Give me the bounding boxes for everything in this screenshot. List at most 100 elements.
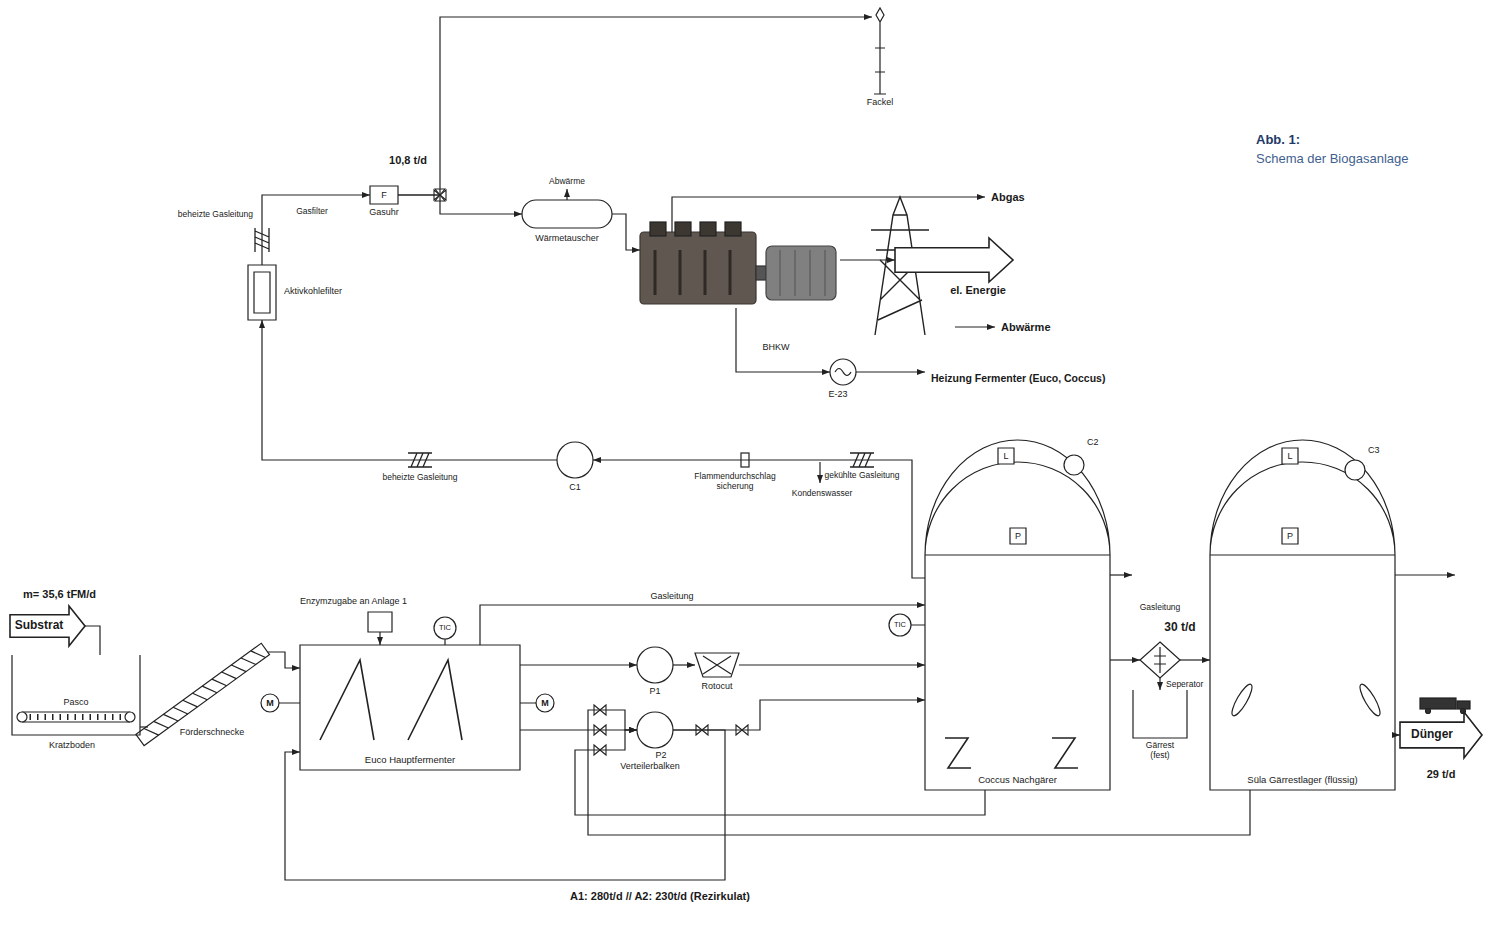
separator-shape: [1140, 642, 1180, 678]
node-caption: Wärmetauscher: [535, 233, 599, 243]
node-text: TIC: [894, 621, 906, 630]
node-text: P: [1287, 531, 1293, 541]
pipe-label: beheizte Gasleitung: [381, 473, 458, 483]
gas-meter-shape: [370, 186, 398, 204]
feed-hopper-outline: [12, 655, 140, 735]
pump-outline: [637, 712, 673, 748]
flow-line: [262, 195, 370, 265]
input-arrow-shape: [10, 606, 85, 646]
flow-line: [612, 214, 640, 250]
digestate-storage-tank-outline: [1210, 440, 1395, 790]
node-caption: Aktivkohlefilter: [284, 286, 342, 296]
screw-conveyor: Förderschnecke: [148, 648, 268, 742]
output-arrow: Dünger: [1400, 712, 1482, 758]
gas-meter: FGasuhr: [370, 186, 398, 204]
input-arrow: Substrat: [10, 606, 85, 646]
electricity-arrow-shape: [895, 238, 1013, 282]
flow-line: [840, 259, 895, 260]
gas-flare: Fackel: [872, 8, 888, 94]
pump-outline: [637, 647, 673, 683]
flow-line: [520, 664, 637, 665]
motor-symbol: M: [261, 694, 279, 712]
activated-carbon-filter: Aktivkohlefilter: [248, 265, 276, 320]
node-text: Coccus Nachgärer: [978, 775, 1057, 786]
node-text: Süla Gärrestlager (flüssig): [1247, 775, 1357, 786]
flow-line: [379, 632, 380, 645]
pump: P2Verteilerbalken: [637, 712, 673, 748]
node-caption: Kratzboden: [49, 740, 95, 750]
chp-unit: BHKW: [640, 220, 840, 308]
blower: C3: [1345, 460, 1365, 480]
level-sensor: L: [1282, 448, 1298, 464]
stream-label: Abgas: [990, 191, 1026, 204]
level-sensor-shape: [1282, 448, 1298, 464]
node-caption: Enzymzugabe an Anlage 1: [300, 596, 407, 606]
post-fermenter-tank: L P C2Coccus Nachgärer: [925, 440, 1110, 790]
macerator: Rotocut: [695, 653, 739, 677]
temperature-controller-shape: [889, 614, 911, 636]
flow-line: [268, 652, 300, 668]
flow-line: [575, 730, 985, 815]
node-text: Euco Hauptfermenter: [365, 755, 455, 766]
temperature-controller: TIC: [434, 617, 456, 639]
activated-carbon-filter-shape: [248, 265, 276, 320]
heat-exchanger-outline: [522, 200, 612, 228]
flow-line: [480, 605, 925, 645]
flow-line: [593, 460, 925, 578]
output-arrow-shape: [1400, 712, 1482, 758]
flow-line: [673, 664, 695, 665]
motor-symbol: M: [536, 694, 554, 712]
node-caption: Pasco: [63, 697, 88, 707]
compressor-shape: [557, 442, 593, 478]
node-caption: BHKW: [763, 342, 790, 352]
node-text: Dünger: [1411, 728, 1453, 742]
part-label: Flammendurchschlag sicherung: [686, 472, 784, 492]
flow-line: [398, 195, 522, 214]
node-caption: Seperator: [1166, 680, 1203, 690]
node-text: L: [1003, 451, 1008, 461]
heat-exchanger-symbol-shape: [830, 359, 856, 385]
motor-symbol-shape: [261, 694, 279, 712]
post-fermenter-tank-outline: [925, 440, 1110, 790]
node-caption: C2: [1087, 437, 1099, 447]
pressure-sensor-shape: [1010, 528, 1026, 544]
figure-number: Abb. 1:: [1255, 133, 1301, 148]
recirculation-rate: A1: 280t/d // A2: 230t/d (Rezirkulat): [569, 890, 751, 903]
heat-exchanger: Wärmetauscher: [522, 200, 612, 228]
feed-hopper-shape: [12, 655, 140, 735]
node-caption: Gasuhr: [369, 207, 399, 217]
node-text: TIC: [439, 624, 451, 633]
pipe-label: gekühlte Gasleitung: [823, 471, 900, 481]
flow-line: [673, 700, 925, 730]
node-text: L: [1287, 451, 1292, 461]
node-caption: Gärrest (fest): [1135, 741, 1185, 761]
temperature-controller-shape: [434, 617, 456, 639]
main-fermenter-shape: [300, 645, 520, 770]
blower: C2: [1064, 455, 1084, 475]
digestate-storage-tank-shape: [1210, 440, 1395, 790]
line-name: Gasleitung: [649, 591, 694, 601]
flow-line: [85, 626, 100, 655]
node-caption: C1: [569, 482, 581, 492]
pump-shape: [637, 712, 673, 748]
pump: P1: [637, 647, 673, 683]
blower-outline: [1064, 455, 1084, 475]
activated-carbon-filter-outline: [248, 265, 276, 320]
feed-hopper: PascoKratzboden: [12, 655, 140, 735]
node-caption: C3: [1368, 445, 1380, 455]
flow-rate: 10,8 t/d: [388, 154, 428, 167]
node-text: P: [1015, 531, 1021, 541]
node-caption: E-23: [829, 389, 848, 399]
flow-line: [588, 710, 1250, 835]
blower-shape: [1064, 455, 1084, 475]
separator: Seperator: [1140, 642, 1180, 678]
flow-line: [1180, 659, 1210, 660]
enzyme-dosing: Enzymzugabe an Anlage 1: [368, 612, 392, 632]
pipe-label: beheizte Gasleitung: [177, 210, 254, 220]
compressor: C1: [557, 442, 593, 478]
node-caption: P2: [655, 750, 666, 760]
temperature-controller: TIC: [889, 614, 911, 636]
node-caption: Fackel: [867, 97, 894, 107]
heat-exchanger-symbol-outline: [830, 359, 856, 385]
macerator-outline: [695, 653, 739, 677]
